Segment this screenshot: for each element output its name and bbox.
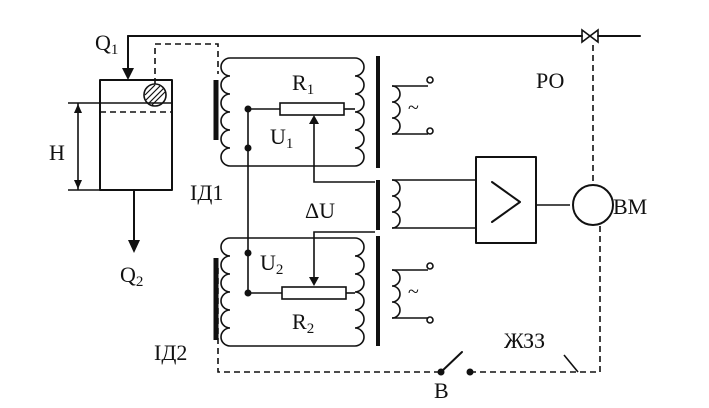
r2-label: R2 [292, 309, 314, 337]
zhzz-label: ЖЗЗ [504, 328, 545, 353]
id2-label: ІД2 [154, 340, 187, 365]
level-dimension [68, 102, 100, 191]
ro-label: РО [536, 68, 564, 93]
tank [99, 79, 173, 191]
delta-u-label: ΔU [305, 198, 335, 223]
feedback-marker [563, 354, 579, 373]
common-wire [244, 105, 252, 297]
control-valve-icon [581, 28, 599, 44]
b-label: В [434, 378, 449, 403]
vm-label: ВМ [613, 194, 647, 219]
inflow-arrow-icon [122, 68, 134, 80]
switch-b[interactable] [437, 351, 474, 376]
outflow-arrow-icon [128, 240, 140, 253]
h-label: H [49, 140, 65, 165]
sensor-id2 [213, 231, 434, 347]
ac-source-1-label: ~ [408, 97, 419, 119]
inflow-pipe [122, 35, 641, 80]
actuator-motor [572, 184, 614, 226]
u2-label: U2 [260, 250, 283, 278]
output-transformer [376, 179, 476, 230]
amplifier [475, 156, 570, 244]
q2-label: Q2 [120, 262, 143, 290]
sensor-id1 [213, 56, 434, 183]
outflow-pipe [128, 189, 140, 253]
r1-label: R1 [292, 70, 314, 98]
id1-label: ІД1 [190, 180, 223, 205]
ac-source-2-label: ~ [408, 281, 419, 303]
u1-label: U1 [270, 124, 293, 152]
q1-label: Q1 [95, 30, 118, 58]
